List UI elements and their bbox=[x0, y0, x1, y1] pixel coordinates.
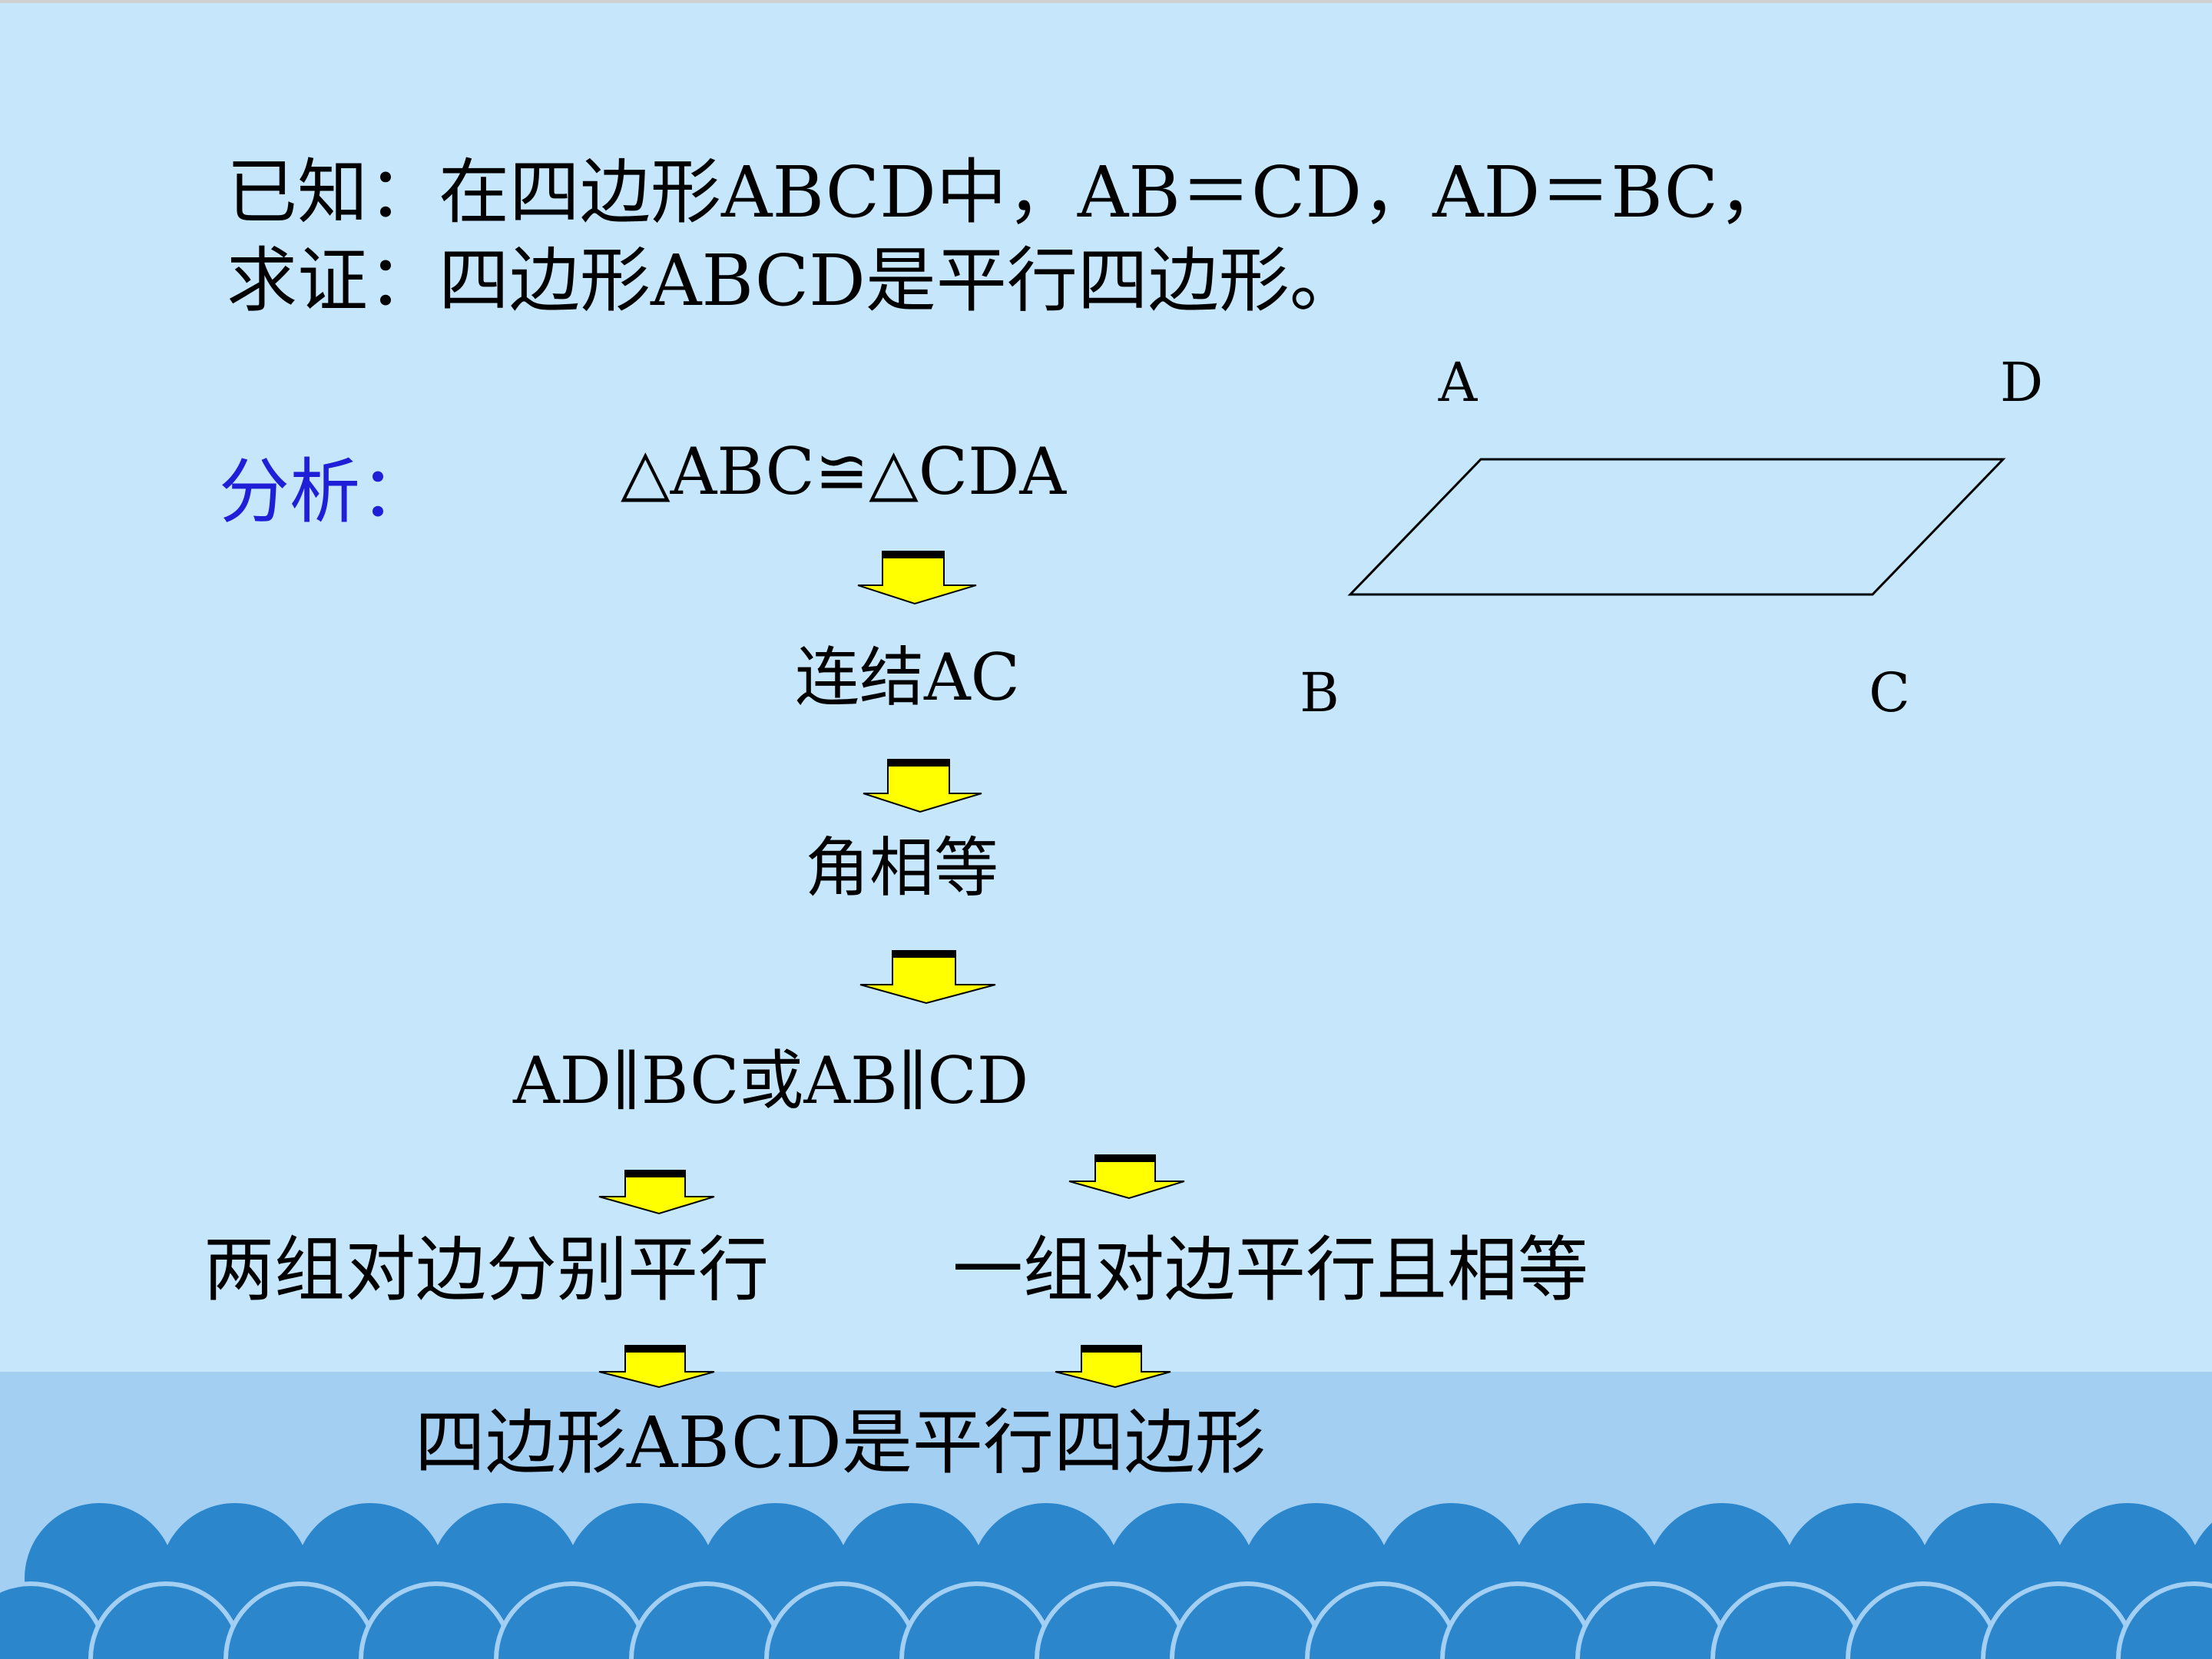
prove-text: 求证：四边形ABCD是平行四边形。 bbox=[227, 240, 1360, 322]
down-arrow-icon bbox=[1068, 1154, 1185, 1200]
wave-scallop bbox=[1305, 1581, 1460, 1659]
wave-scallop bbox=[0, 1581, 108, 1659]
step-parallel-sides: AD∥BC或AB∥CD bbox=[513, 1043, 1029, 1118]
given-text: 已知：在四边形ABCD中，AB＝CD，AD＝BC， bbox=[227, 151, 1790, 233]
wave-scallop bbox=[1981, 1581, 2136, 1659]
wave-scallop bbox=[88, 1581, 243, 1659]
wave-scallop bbox=[1440, 1581, 1595, 1659]
wave-scallop bbox=[764, 1581, 919, 1659]
parallelogram-abcd bbox=[1347, 458, 2006, 596]
analysis-label: 分析： bbox=[219, 451, 432, 533]
wave-scallop bbox=[224, 1581, 379, 1659]
conclusion-text: 四边形ABCD是平行四边形 bbox=[415, 1402, 1266, 1484]
wave-scallop bbox=[494, 1581, 649, 1659]
wave-scallop bbox=[1710, 1581, 1866, 1659]
branch-two-pairs-parallel: 两组对边分别平行 bbox=[204, 1229, 770, 1311]
wave-scallop bbox=[899, 1581, 1055, 1659]
down-arrow-icon bbox=[598, 1170, 715, 1215]
wave-scallop bbox=[1575, 1581, 1730, 1659]
down-arrow-icon bbox=[1055, 1345, 1171, 1389]
vertex-label-c: C bbox=[1869, 661, 1910, 724]
wave-scallop bbox=[1846, 1581, 2001, 1659]
down-arrow-icon bbox=[857, 551, 977, 605]
wave-scallop bbox=[2116, 1581, 2212, 1659]
branch-one-pair-parallel-equal: 一组对边平行且相等 bbox=[952, 1229, 1589, 1311]
step-equal-angles: 角相等 bbox=[805, 830, 999, 906]
down-arrow-icon bbox=[859, 950, 996, 1005]
wave-scallop bbox=[629, 1581, 784, 1659]
down-arrow-icon bbox=[598, 1345, 715, 1389]
step-connect-ac: 连结AC bbox=[795, 640, 1020, 715]
top-border bbox=[0, 0, 2212, 3]
vertex-label-a: A bbox=[1438, 351, 1479, 414]
vertex-label-d: D bbox=[2000, 351, 2043, 414]
step-congruent-triangles: △ABC≌△CDA bbox=[621, 434, 1067, 509]
wave-scallop bbox=[1035, 1581, 1190, 1659]
wave-scallop bbox=[1170, 1581, 1325, 1659]
wave-scallop bbox=[359, 1581, 514, 1659]
vertex-label-b: B bbox=[1300, 661, 1339, 724]
down-arrow-icon bbox=[863, 759, 982, 813]
